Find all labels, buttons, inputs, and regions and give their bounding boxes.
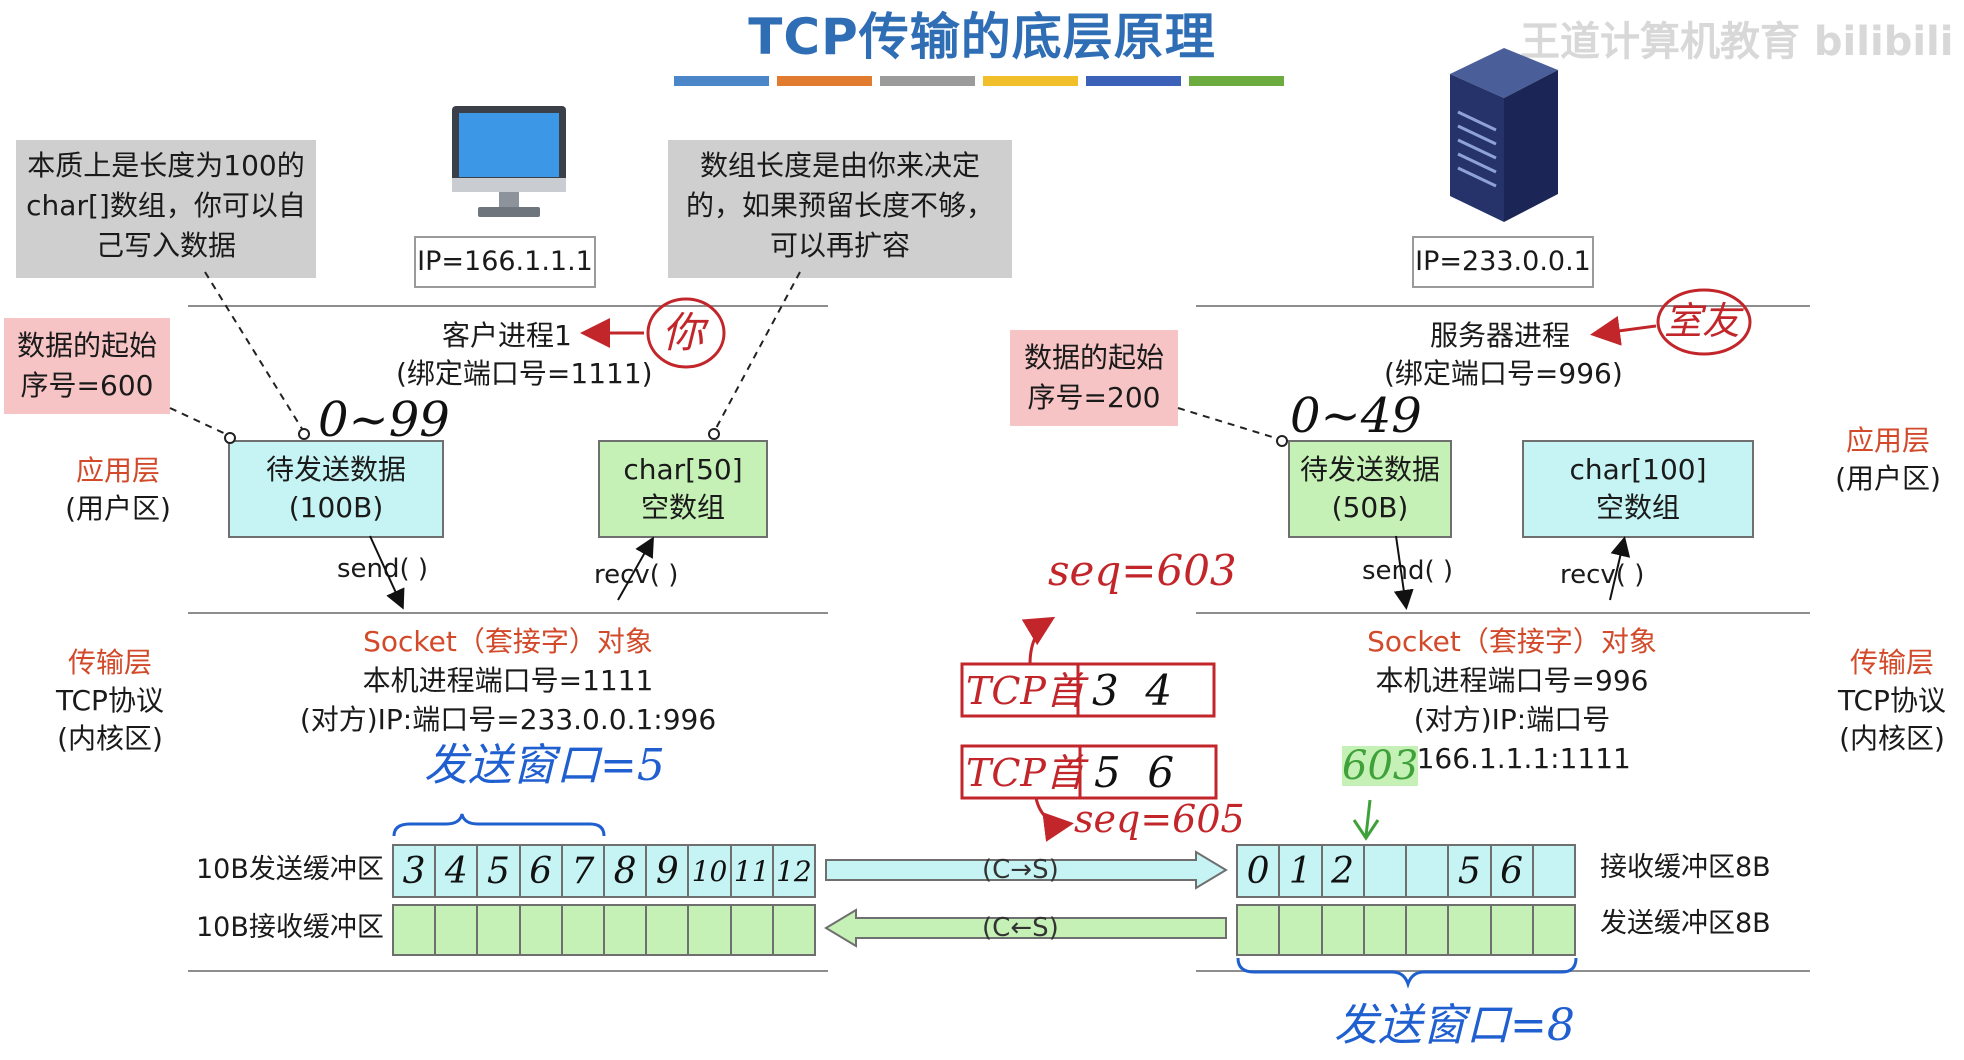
- server-empty-array-box: char[100]空数组: [1522, 440, 1754, 538]
- client-recv-buffer: [392, 904, 816, 956]
- buffer-cell: 5: [478, 846, 521, 896]
- buffer-cell: [689, 906, 732, 954]
- packet2-data: 5 6: [1094, 748, 1175, 797]
- buffer-cell: 3: [394, 846, 437, 896]
- buffer-cell: 6: [1492, 846, 1534, 896]
- client-send-call: send( ): [337, 554, 429, 584]
- packet2-header: TCP首: [966, 751, 1084, 795]
- annotation-recv-603: 603: [1342, 743, 1419, 789]
- buffer-cell: [1365, 906, 1407, 954]
- server-pending-data-box: 待发送数据(50B): [1288, 440, 1452, 538]
- buffer-cell: 1: [1280, 846, 1323, 896]
- title-color-segment: [880, 76, 975, 86]
- watermark: 王道计算机教育 bilibili: [1520, 19, 1954, 65]
- server-process-name: 服务器进程: [1430, 319, 1571, 352]
- buffer-cell: 0: [1238, 846, 1281, 896]
- buffer-cell: 6: [521, 846, 563, 896]
- client-send-buffer-label: 10B发送缓冲区: [196, 854, 384, 885]
- buffer-cell: [478, 906, 521, 954]
- divider-client-top: [188, 305, 828, 307]
- buffer-cell: 9: [647, 846, 690, 896]
- client-app-layer-label: 应用层(用户区): [65, 454, 171, 525]
- server-start-seq-note: 数据的起始序号=200: [1010, 330, 1178, 426]
- desktop-computer-icon: [452, 106, 566, 217]
- server-send-buffer: [1236, 904, 1576, 956]
- server-ip-label: IP=233.0.0.1: [1412, 236, 1594, 288]
- page-title: TCP传输的底层原理: [748, 8, 1216, 66]
- title-color-segment: [983, 76, 1078, 86]
- title-color-segment: [1086, 76, 1181, 86]
- client-ip-label: IP=166.1.1.1: [414, 236, 596, 288]
- server-icon: [1450, 48, 1558, 222]
- annotation-seq-605: seq=605: [1074, 797, 1245, 841]
- buffer-cell: [732, 906, 774, 954]
- client-recv-buffer-label: 10B接收缓冲区: [196, 912, 384, 943]
- buffer-cell: 2: [1323, 846, 1365, 896]
- annotation-seq-603: seq=603: [1048, 546, 1237, 595]
- annotation-you: 你: [662, 308, 705, 357]
- annotation-client-range: 0~99: [318, 392, 450, 448]
- annotation-friend: 室友: [1664, 299, 1741, 343]
- channel-c-to-s-arrow: [825, 850, 1228, 890]
- title-color-bar: [674, 76, 1284, 86]
- buffer-cell: 12: [776, 854, 812, 888]
- client-pending-data-box: 待发送数据(100B): [228, 440, 444, 538]
- buffer-cell: [1407, 846, 1450, 896]
- title-color-segment: [674, 76, 769, 86]
- annotation-client-send-window: 发送窗口=5: [424, 740, 665, 791]
- client-process-name: 客户进程1: [442, 319, 572, 352]
- buffer-cell: 7: [563, 846, 606, 896]
- buffer-cell: 10: [689, 846, 732, 896]
- buffer-cell: [521, 906, 563, 954]
- divider-server-top: [1196, 305, 1810, 307]
- buffer-cell: 4: [436, 846, 479, 896]
- packet1-header: TCP首: [966, 669, 1084, 713]
- buffer-cell: [1492, 906, 1534, 954]
- buffer-cell: [647, 906, 690, 954]
- channel-c-from-s-arrow: [824, 908, 1227, 948]
- server-app-layer-label: 应用层(用户区): [1835, 424, 1941, 495]
- buffer-cell: [1365, 846, 1407, 896]
- server-send-buffer-label: 发送缓冲区8B: [1600, 908, 1771, 939]
- server-send-call: send( ): [1362, 556, 1454, 586]
- buffer-cell: [1280, 906, 1323, 954]
- client-socket-object: Socket（套接字）对象 本机进程端口号=1111 (对方)IP:端口号=23…: [299, 625, 717, 736]
- server-recv-call: recv( ): [1560, 560, 1645, 590]
- divider-client-bottom: [188, 970, 828, 972]
- annotation-server-send-window: 发送窗口=8: [1334, 1000, 1575, 1051]
- buffer-cell: 11: [732, 846, 774, 896]
- channel-c-to-s-label: (C→S): [982, 855, 1059, 885]
- packet1-data: 3 4: [1092, 666, 1173, 715]
- buffer-cell: [436, 906, 479, 954]
- annotation-server-range: 0~49: [1290, 388, 1422, 444]
- client-port-bind: (绑定端口号=1111): [396, 357, 653, 390]
- note-array-length: 数组长度是由你来决定的，如果预留长度不够，可以再扩容: [668, 140, 1012, 278]
- divider-client-mid: [188, 612, 828, 614]
- buffer-cell: [563, 906, 606, 954]
- buffer-cell: [394, 906, 437, 954]
- divider-server-mid: [1196, 612, 1810, 614]
- server-recv-buffer-label: 接收缓冲区8B: [1600, 852, 1771, 883]
- title-color-segment: [1189, 76, 1284, 86]
- buffer-cell: [605, 906, 648, 954]
- buffer-cell: 5: [1449, 846, 1492, 896]
- buffer-cell: 8: [605, 846, 648, 896]
- buffer-cell: [1323, 906, 1365, 954]
- server-socket-object: Socket（套接字）对象 本机进程端口号=996 (对方)IP:端口号=166…: [1367, 625, 1657, 775]
- buffer-cell: [1407, 906, 1450, 954]
- server-port-bind: (绑定端口号=996): [1384, 357, 1623, 390]
- buffer-cell: [1449, 906, 1492, 954]
- channel-c-from-s-label: (C←S): [982, 913, 1059, 943]
- buffer-cell: [1238, 906, 1281, 954]
- client-empty-array-box: char[50]空数组: [598, 440, 768, 538]
- title-color-segment: [777, 76, 872, 86]
- client-start-seq-note: 数据的起始序号=600: [4, 318, 170, 414]
